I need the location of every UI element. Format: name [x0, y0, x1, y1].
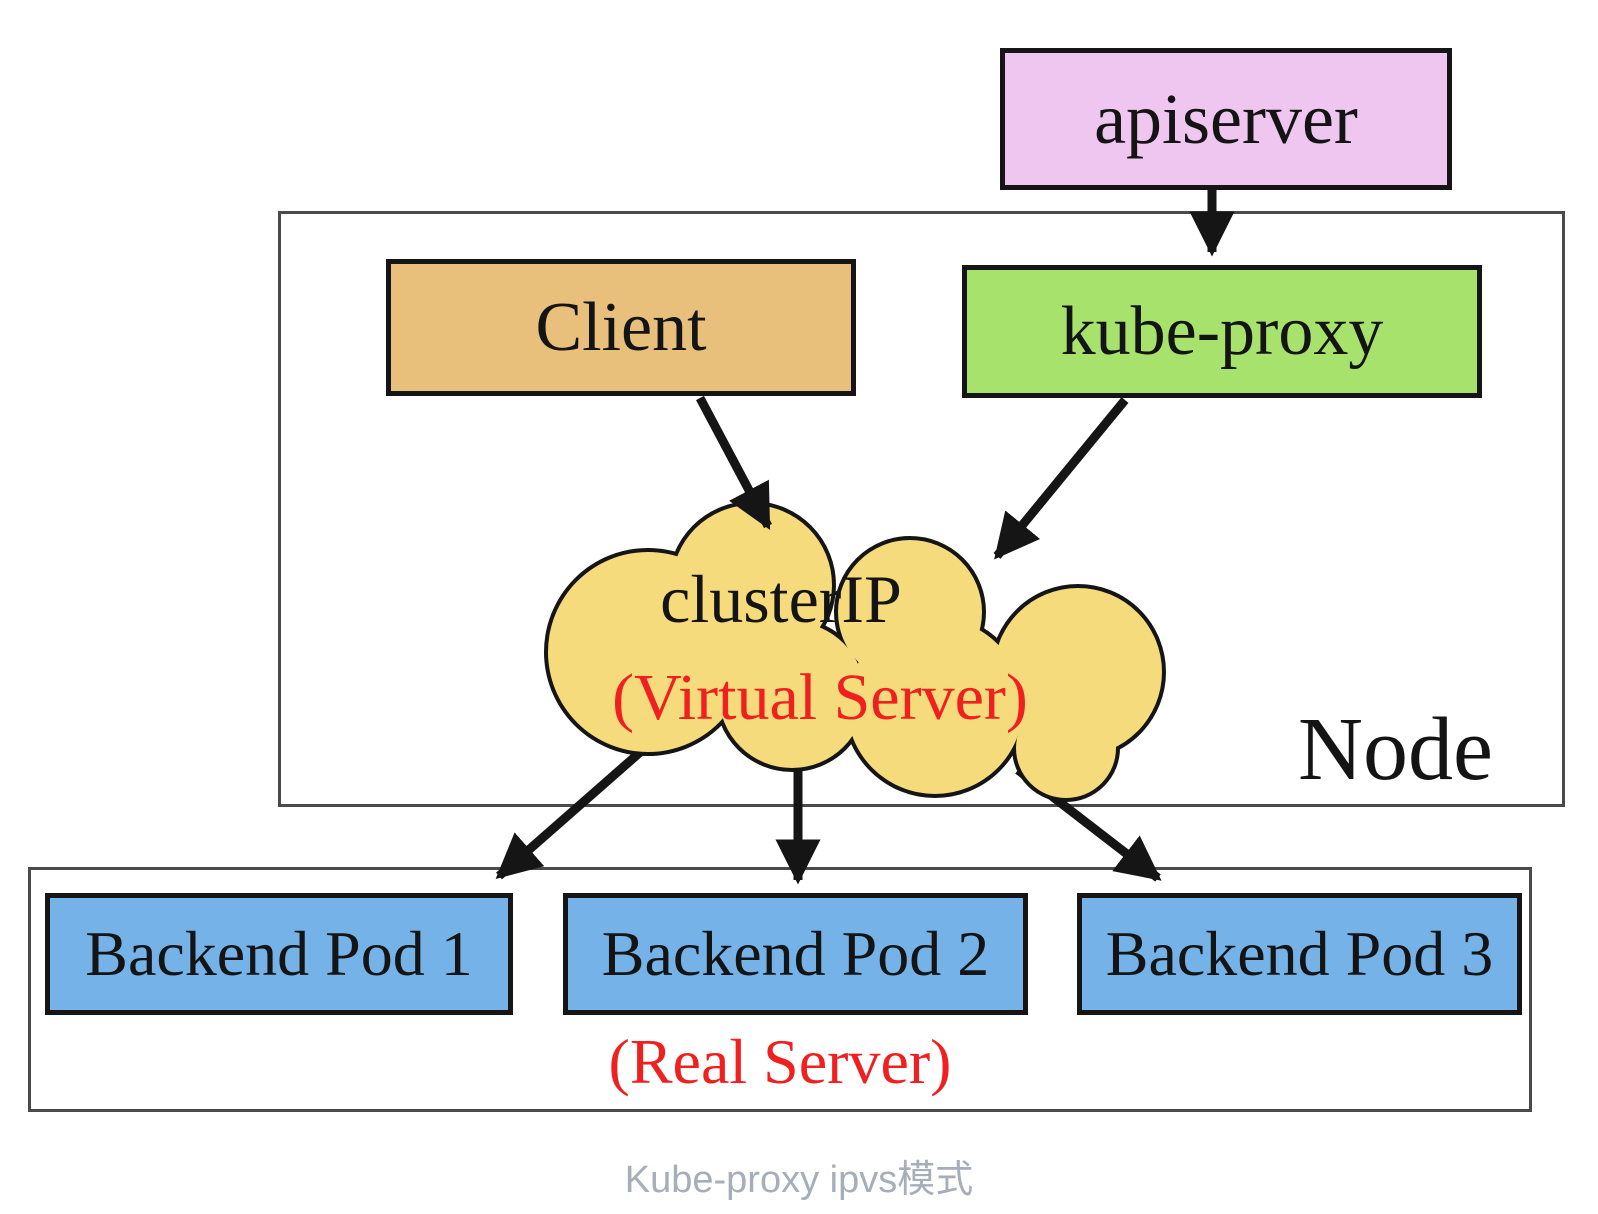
- kube-proxy-box: kube-proxy: [962, 265, 1482, 398]
- cluster-ip-label: clusterIP: [660, 561, 902, 637]
- virtual-server-label: (Virtual Server): [612, 661, 1028, 734]
- kube-proxy-label: kube-proxy: [1060, 292, 1384, 370]
- client-box: Client: [386, 259, 856, 396]
- diagram-caption: Kube-proxy ipvs模式: [624, 1159, 974, 1201]
- arrow-cloud-to-pod1: [495, 729, 665, 880]
- backend-pod-2-label: Backend Pod 2: [601, 918, 990, 989]
- backend-pod-1-label: Backend Pod 1: [85, 918, 473, 989]
- arrow-kube-proxy-to-cloud: [993, 397, 1129, 560]
- client-label: Client: [535, 288, 707, 366]
- backend-pod-3-label: Backend Pod 3: [1105, 918, 1494, 989]
- node-label: Node: [1298, 700, 1493, 799]
- backend-pod-3-box: Backend Pod 3: [1077, 893, 1522, 1015]
- apiserver-box: apiserver: [1000, 48, 1452, 190]
- real-server-label: (Real Server): [608, 1026, 952, 1097]
- node-container-box: [278, 211, 1565, 807]
- backend-pod-1-box: Backend Pod 1: [45, 893, 513, 1015]
- apiserver-label: apiserver: [1094, 78, 1358, 159]
- backend-pod-2-box: Backend Pod 2: [563, 893, 1028, 1015]
- arrow-client-to-cloud: [696, 395, 772, 530]
- cloud-body: [548, 505, 1162, 798]
- cluster-ip-cloud: [544, 501, 1166, 802]
